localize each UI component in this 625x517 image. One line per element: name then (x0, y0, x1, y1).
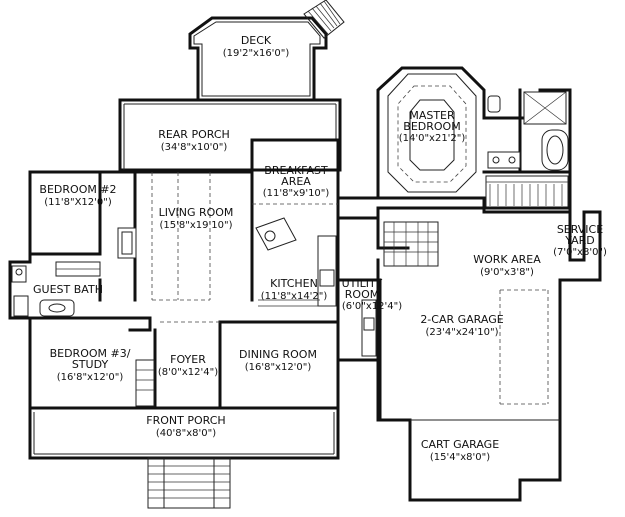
cart-garage-label: CART GARAGE (421, 438, 499, 451)
bedroom-3-label-1: BEDROOM #3/ (50, 347, 131, 360)
utility-dims: (6'0"x12'4") (342, 301, 402, 312)
front-steps (147, 457, 231, 509)
living-room-label: LIVING ROOM (159, 206, 234, 219)
rear-porch-dims: (34'8"x10'0") (161, 142, 228, 153)
service-yard-dims: (7'0"x8'0") (553, 247, 607, 258)
master-wing (376, 66, 572, 214)
service-yard-label-1: SERVICE (557, 223, 603, 236)
bedroom-2-label: BEDROOM #2 (39, 183, 116, 196)
guest-bath-fixtures (11, 261, 101, 317)
front-porch-label: FRONT PORCH (146, 414, 225, 427)
rear-porch (118, 98, 342, 172)
garage-wing (336, 196, 602, 502)
breakfast-label-2: AREA (281, 175, 311, 188)
room-labels: DECK (19'2"x16'0") REAR PORCH (34'8"x10'… (33, 34, 607, 463)
cart-garage-dims: (15'4"x8'0") (430, 452, 490, 463)
deck-label: DECK (241, 34, 272, 47)
deck-stairs (303, 0, 345, 39)
kitchen-fixtures (255, 217, 337, 307)
deck-dims: (19'2"x16'0") (223, 48, 290, 59)
foyer-dims: (8'0"x12'4") (158, 367, 218, 378)
breakfast-dims: (11'8"x9'10") (263, 188, 330, 199)
dining-room-label: DINING ROOM (239, 348, 317, 361)
front-porch-dims: (40'8"x8'0") (156, 428, 216, 439)
foyer-closet (135, 359, 155, 407)
utility-label-2: ROOM (345, 288, 379, 301)
master-bedroom-label-2: BEDROOM (403, 120, 460, 133)
fireplace (117, 227, 137, 259)
utility-label-1: UTILITY (342, 277, 383, 290)
kitchen-dims: (11'8"x14'2") (261, 291, 328, 302)
bedroom-2-dims: (11'8"X12'0") (44, 197, 112, 208)
garage-dims: (23'4"x24'10") (426, 327, 499, 338)
master-bedroom-label-1: MASTER (409, 109, 455, 122)
bedroom-3-label-2: STUDY (72, 358, 109, 371)
kitchen-label: KITCHEN (270, 277, 318, 290)
work-area-dims: (9'0"x3'8") (480, 267, 534, 278)
foyer-label: FOYER (170, 353, 206, 366)
guest-bath-label: GUEST BATH (33, 283, 103, 296)
work-area-label: WORK AREA (473, 253, 541, 266)
living-room-dims: (15'8"x19'10") (160, 220, 233, 231)
service-yard-label-2: YARD (564, 234, 595, 247)
bedroom-3-dims: (16'8"x12'0") (57, 372, 124, 383)
garage-label: 2-CAR GARAGE (420, 313, 503, 326)
rear-porch-label: REAR PORCH (158, 128, 230, 141)
garage-stairs (383, 221, 439, 267)
front-porch (28, 406, 340, 509)
master-bedroom-dims: (14'0"x21'2") (399, 133, 466, 144)
breakfast-label-1: BREAKFAST (264, 164, 328, 177)
dining-room-dims: (16'8"x12'0") (245, 362, 312, 373)
